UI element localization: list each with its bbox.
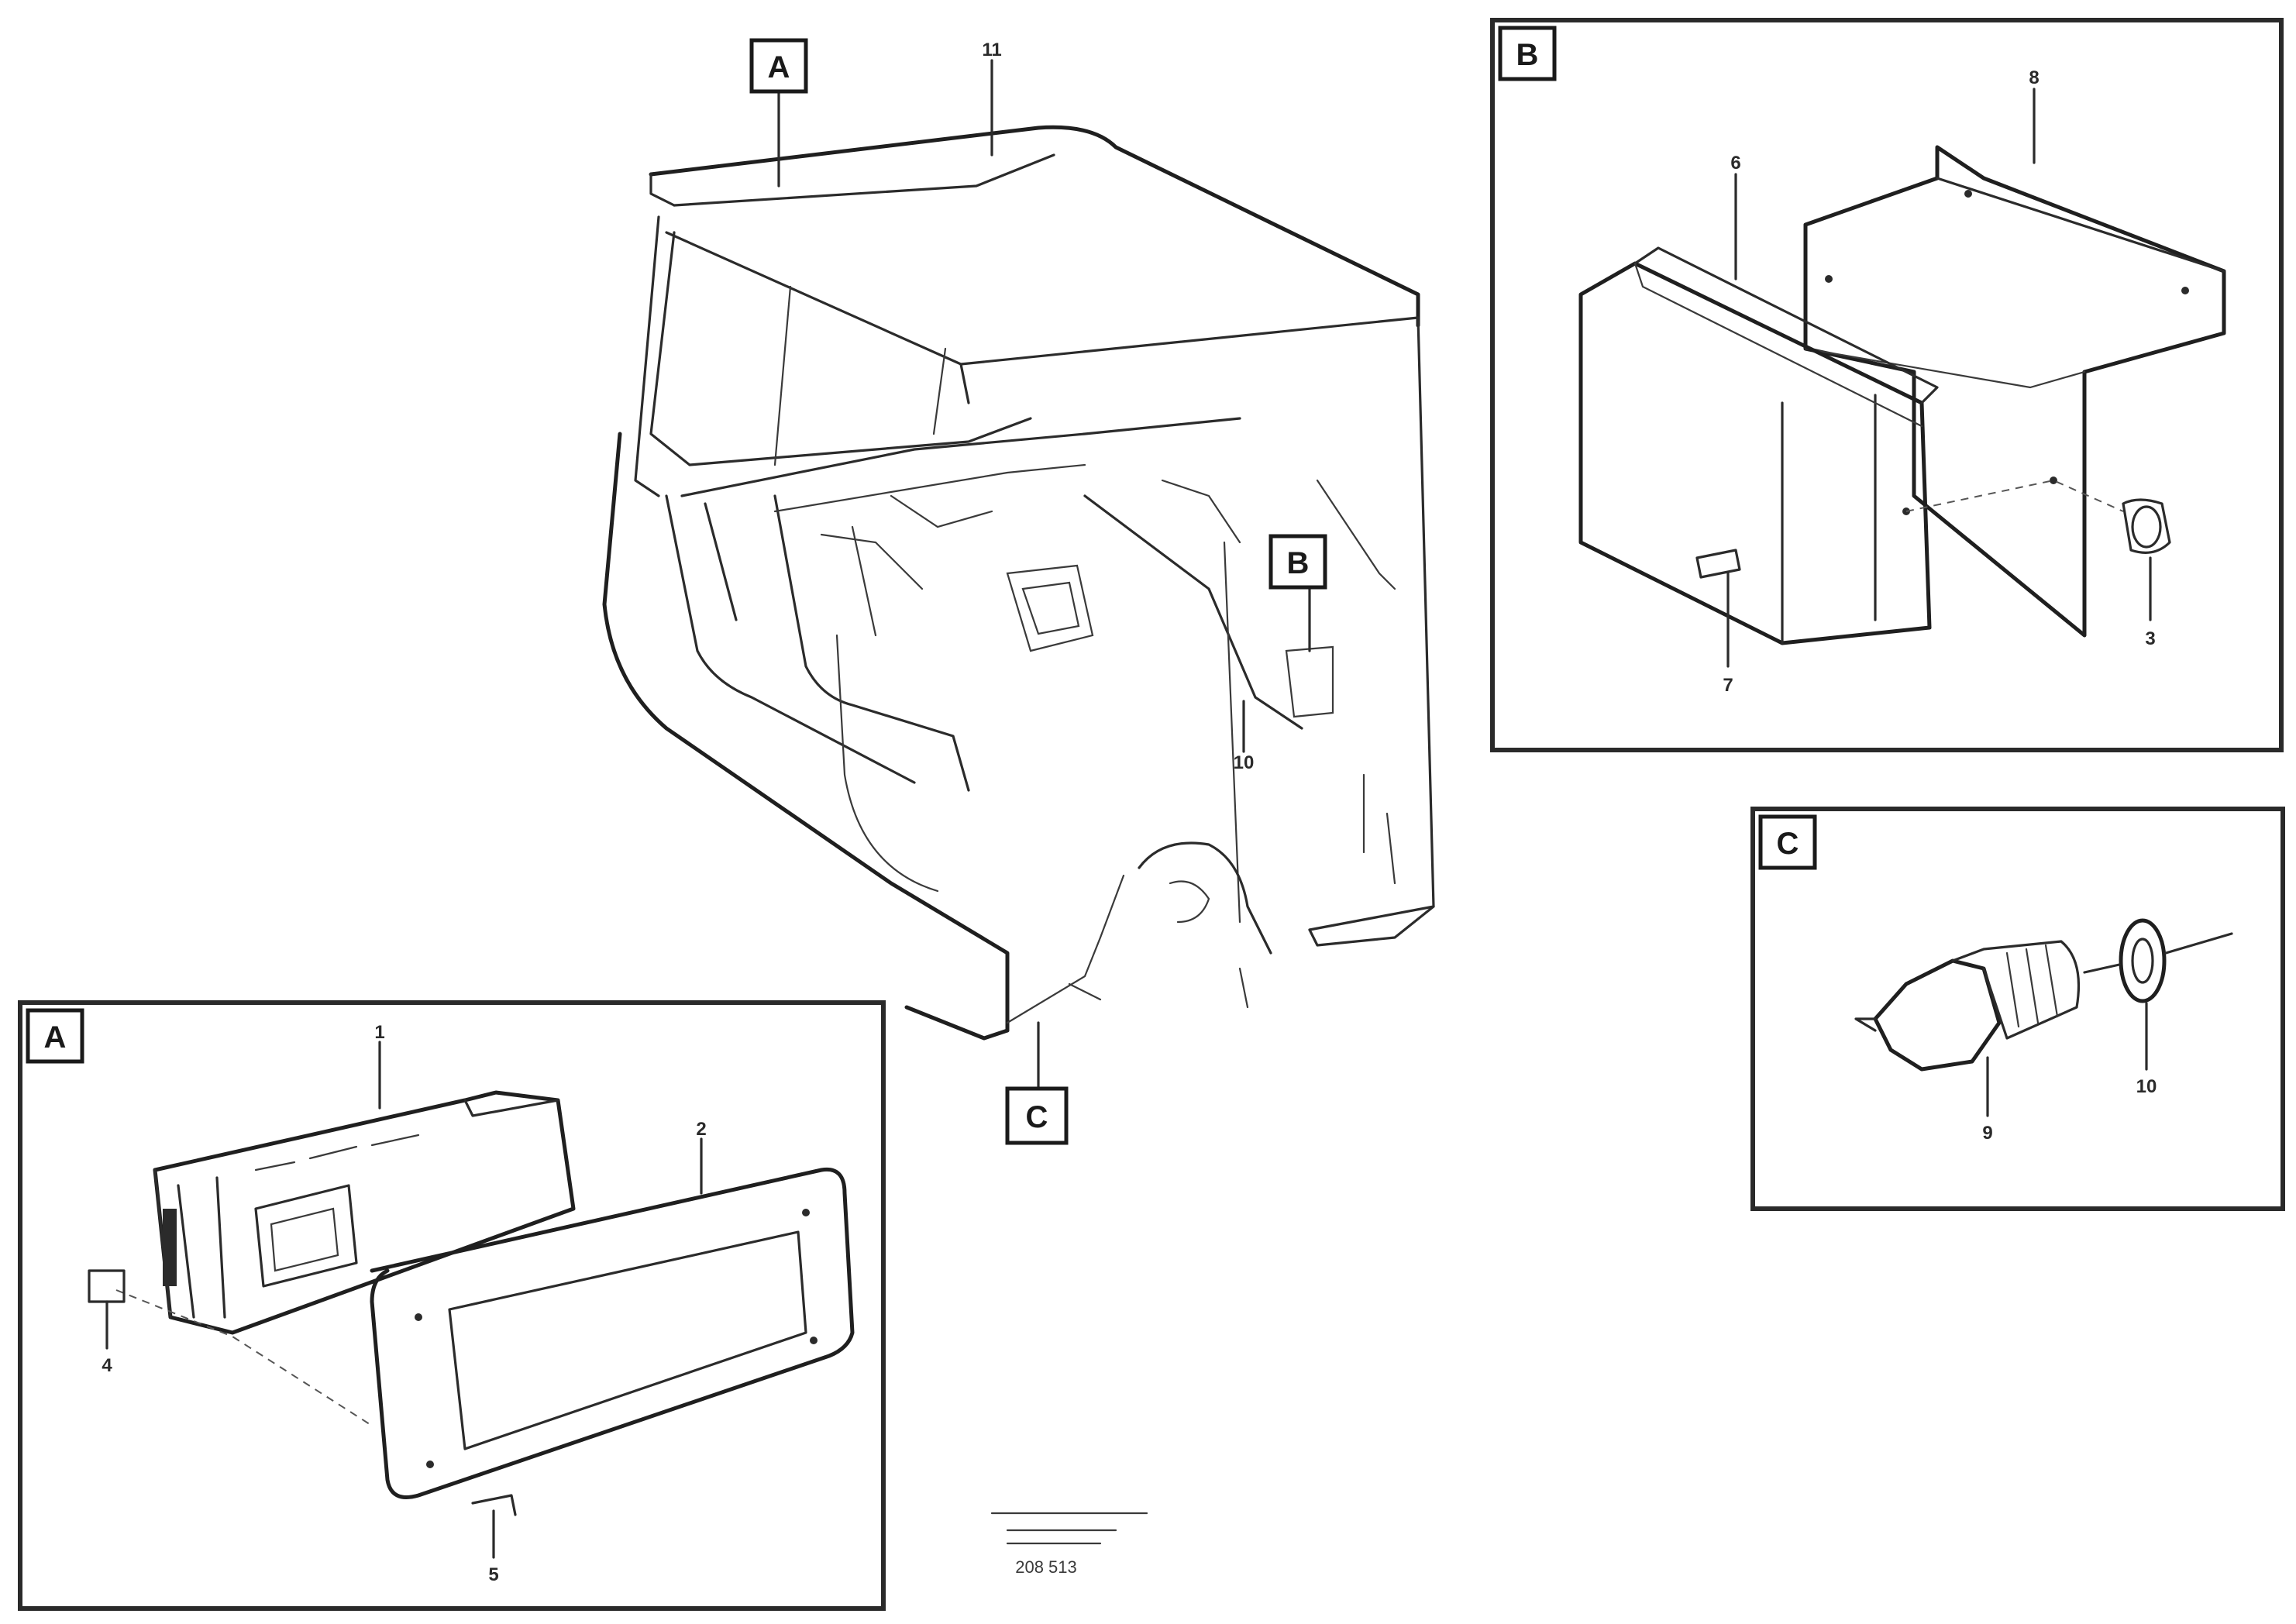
panel-c-tag: C <box>1777 827 1799 861</box>
part-number-5: 5 <box>488 1564 498 1585</box>
callout-c-label: C <box>1026 1100 1048 1134</box>
panel-b-tag: B <box>1516 38 1539 72</box>
washer-drawing <box>2119 918 2167 1003</box>
detail-panel-b: B <box>1490 18 2284 752</box>
part-number-11: 11 <box>982 40 1001 60</box>
bezel-frame-drawing <box>370 1167 855 1499</box>
part-number-3: 3 <box>2145 628 2155 649</box>
part-number-1: 1 <box>374 1022 384 1043</box>
callout-b-side: B <box>1268 534 1327 590</box>
instrument-cluster-drawing <box>153 1090 576 1335</box>
nut-drawing <box>2122 498 2171 554</box>
switch-drawing <box>1854 940 2080 1072</box>
part-number-4: 4 <box>102 1355 112 1376</box>
callout-c-bottom: C <box>1005 1086 1069 1145</box>
part-number-10-c: 10 <box>2136 1076 2157 1097</box>
part-number-10: 10 <box>1234 752 1255 773</box>
detail-panel-a: A <box>18 1000 886 1611</box>
screw-4-drawing <box>88 1269 126 1350</box>
bracket-drawing <box>1803 145 2226 638</box>
callout-a-label: A <box>768 50 790 84</box>
part-number-2: 2 <box>696 1119 706 1140</box>
control-module-drawing <box>1578 246 1939 645</box>
part-number-9: 9 <box>1982 1123 1992 1144</box>
part-number-8: 8 <box>2029 67 2039 88</box>
cab-assembly <box>602 125 1435 1041</box>
callout-b-label: B <box>1287 546 1310 580</box>
cab-callout-leaders <box>777 59 1311 1090</box>
detail-panel-c: C 9 10 <box>1750 807 2285 1211</box>
callout-a-top: A <box>749 38 808 94</box>
drawing-code: 208 513 <box>1015 1557 1077 1577</box>
part-number-6: 6 <box>1730 153 1740 174</box>
panel-a-tag: A <box>44 1020 67 1055</box>
part-number-7: 7 <box>1723 675 1733 696</box>
screw-5-drawing <box>471 1494 517 1559</box>
drawing-footer: 208 513 <box>990 1512 1148 1577</box>
